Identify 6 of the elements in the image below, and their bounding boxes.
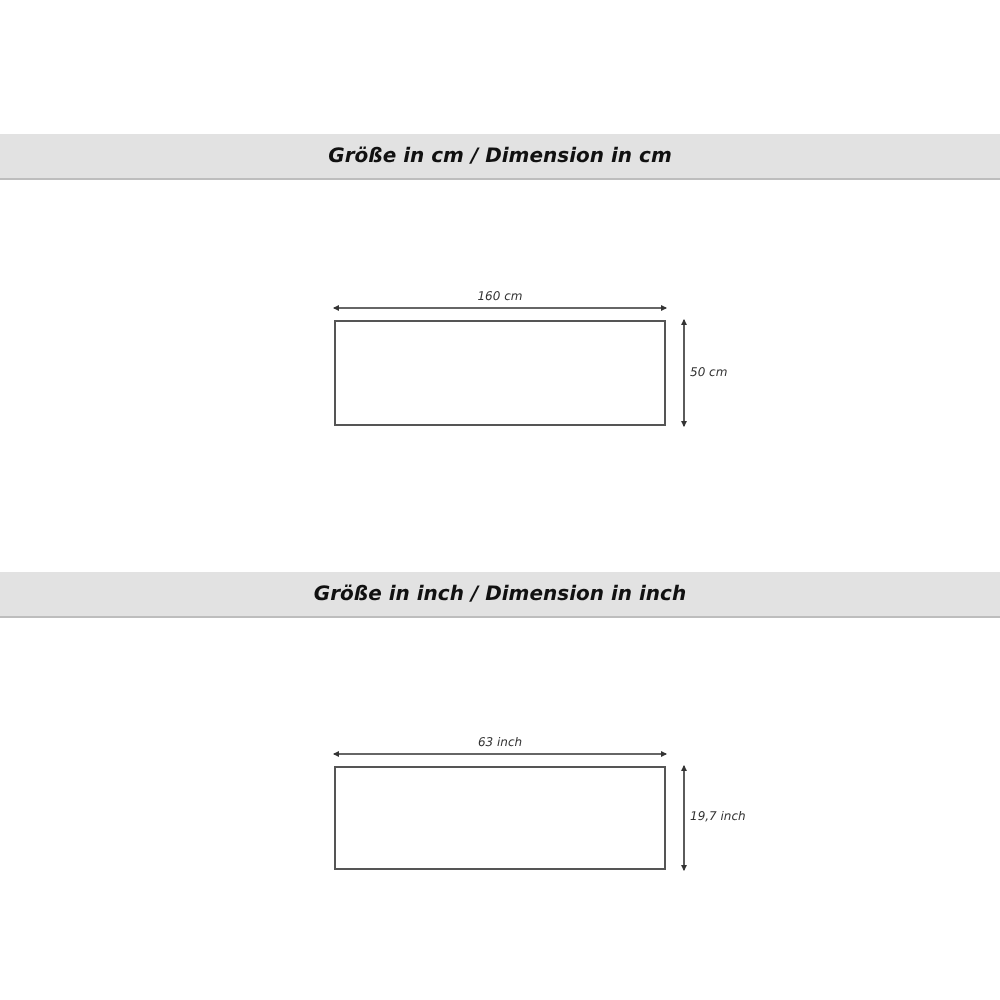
rectangle-outline bbox=[334, 766, 666, 870]
section-heading: Größe in inch / Dimension in inch bbox=[313, 583, 687, 605]
header-band bbox=[0, 134, 1000, 180]
section-heading: Größe in cm / Dimension in cm bbox=[328, 145, 672, 167]
header-band bbox=[0, 572, 1000, 618]
rectangle-outline bbox=[334, 320, 666, 426]
